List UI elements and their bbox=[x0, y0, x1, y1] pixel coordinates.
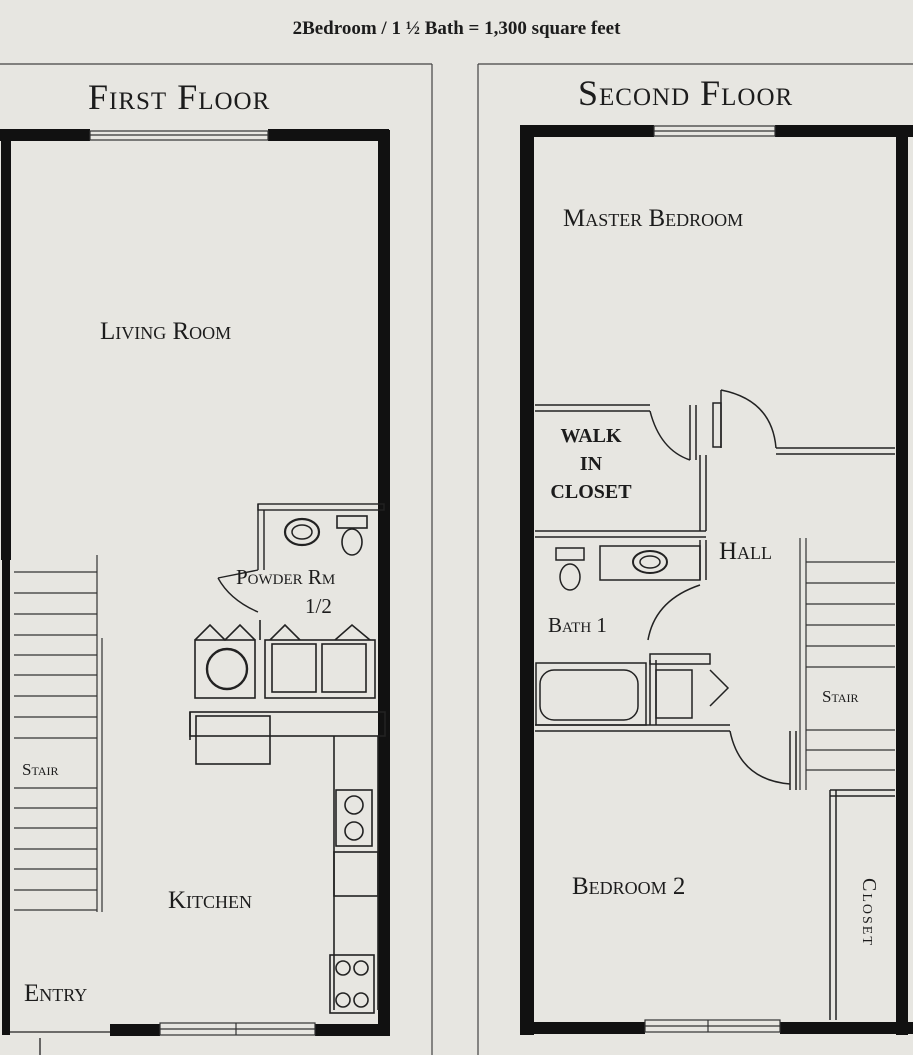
first-floor-stair-label: Stair bbox=[22, 760, 59, 779]
bedroom-2-label: Bedroom 2 bbox=[572, 873, 686, 900]
kitchen-counter bbox=[189, 711, 386, 1014]
first-floor-stair bbox=[14, 555, 103, 912]
first-floor-windows bbox=[89, 130, 316, 1036]
first-floor-walls bbox=[0, 129, 390, 1036]
living-room-label: Living Room bbox=[100, 318, 232, 345]
second-floor-windows bbox=[644, 125, 781, 1033]
first-floor-title: First Floor bbox=[88, 77, 271, 117]
second-floor-walls bbox=[520, 125, 913, 1035]
kitchen-label: Kitchen bbox=[168, 887, 253, 914]
bath-1-label: Bath 1 bbox=[548, 613, 607, 637]
second-floor-title: Second Floor bbox=[578, 73, 794, 113]
walk-in-closet-label: WALK IN CLOSET bbox=[550, 425, 632, 503]
powder-room-label: Powder Rm bbox=[236, 565, 336, 589]
master-bedroom-label: Master Bedroom bbox=[563, 205, 744, 232]
hall-label: Hall bbox=[719, 538, 773, 565]
laundry-appliances bbox=[194, 620, 376, 699]
page-title: 2Bedroom / 1 ½ Bath = 1,300 square feet bbox=[292, 18, 621, 39]
powder-room bbox=[217, 503, 385, 613]
second-floor-stair-label: Stair bbox=[822, 687, 859, 706]
second-floor-stair bbox=[799, 538, 895, 790]
closet-label: Closet bbox=[858, 878, 880, 947]
entry-label: Entry bbox=[24, 980, 88, 1007]
powder-room-half-label: 1/2 bbox=[305, 594, 332, 618]
second-floor-interior-walls bbox=[535, 389, 895, 1020]
entry-door bbox=[10, 1031, 110, 1055]
